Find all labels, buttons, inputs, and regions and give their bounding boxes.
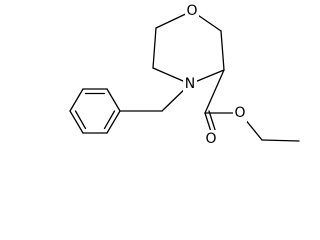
- bond-phenyl-3-4: [69, 88, 84, 112]
- bond-phenyl-4-5: [69, 110, 84, 134]
- ring-oxygen-bg: [185, 2, 199, 20]
- nitrogen-label: N: [185, 76, 195, 92]
- carbonyl-oxygen-label: O: [205, 131, 216, 147]
- bond-ethyl-ch2-ch3: [261, 139, 300, 142]
- ester-oxygen-bg: [233, 104, 247, 122]
- bond-phenyl-inner-left: [74, 110, 87, 130]
- bond-phenyl-inner-right: [103, 110, 116, 130]
- ring-oxygen-label: O: [186, 3, 197, 19]
- bond-phenyl-6-1: [106, 110, 121, 134]
- nitrogen-bg: [183, 75, 197, 93]
- bond-ring-c5-c6: [152, 27, 157, 69]
- carbonyl-oxygen-bg: [204, 130, 218, 148]
- bond-c3-carbonyl: [204, 69, 225, 114]
- bond-ring-c2-c3: [220, 30, 225, 71]
- chemical-structure-diagram: O N O O: [69, 2, 300, 148]
- ester-oxygen-label: O: [234, 105, 245, 121]
- bond-phenyl-1-2: [106, 88, 121, 112]
